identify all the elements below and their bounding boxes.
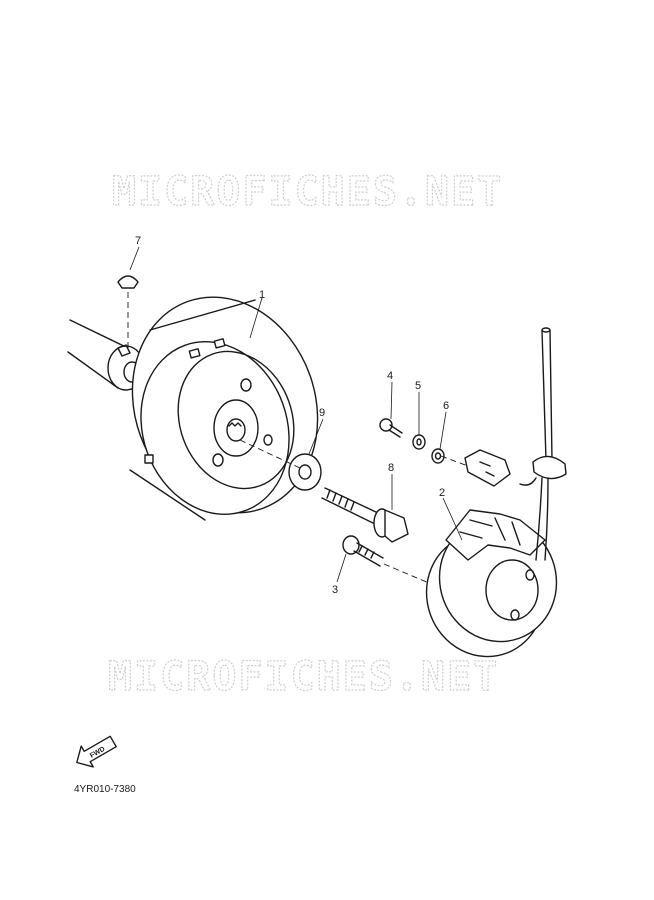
stator-bolt [342,535,437,587]
woodruff-key [117,275,139,348]
watermark-bottom: MICROFICHES.NET [108,654,499,700]
fwd-arrow-icon: FWD [76,735,117,768]
callout-2: 2 [439,487,445,499]
callout-1: 1 [259,289,265,301]
callout-8: 8 [388,462,394,474]
callout-5: 5 [415,380,421,392]
rotor-bolt [321,487,409,543]
hex-nut [431,448,445,464]
callout-9: 9 [319,407,325,419]
callout-3: 3 [332,584,338,596]
plain-washer [239,439,322,491]
watermark-top: MICROFICHES.NET [112,169,503,215]
diagram-code: 4YR010-7380 [74,784,136,795]
callout-6: 6 [443,400,449,412]
small-screw [379,418,403,438]
callout-leaders [129,246,463,583]
stator-assembly [425,509,558,658]
rotor-flywheel [129,296,319,521]
callout-4: 4 [387,370,393,382]
callout-7: 7 [135,235,141,247]
spring-washer [412,434,426,450]
wire-harness [440,327,567,561]
